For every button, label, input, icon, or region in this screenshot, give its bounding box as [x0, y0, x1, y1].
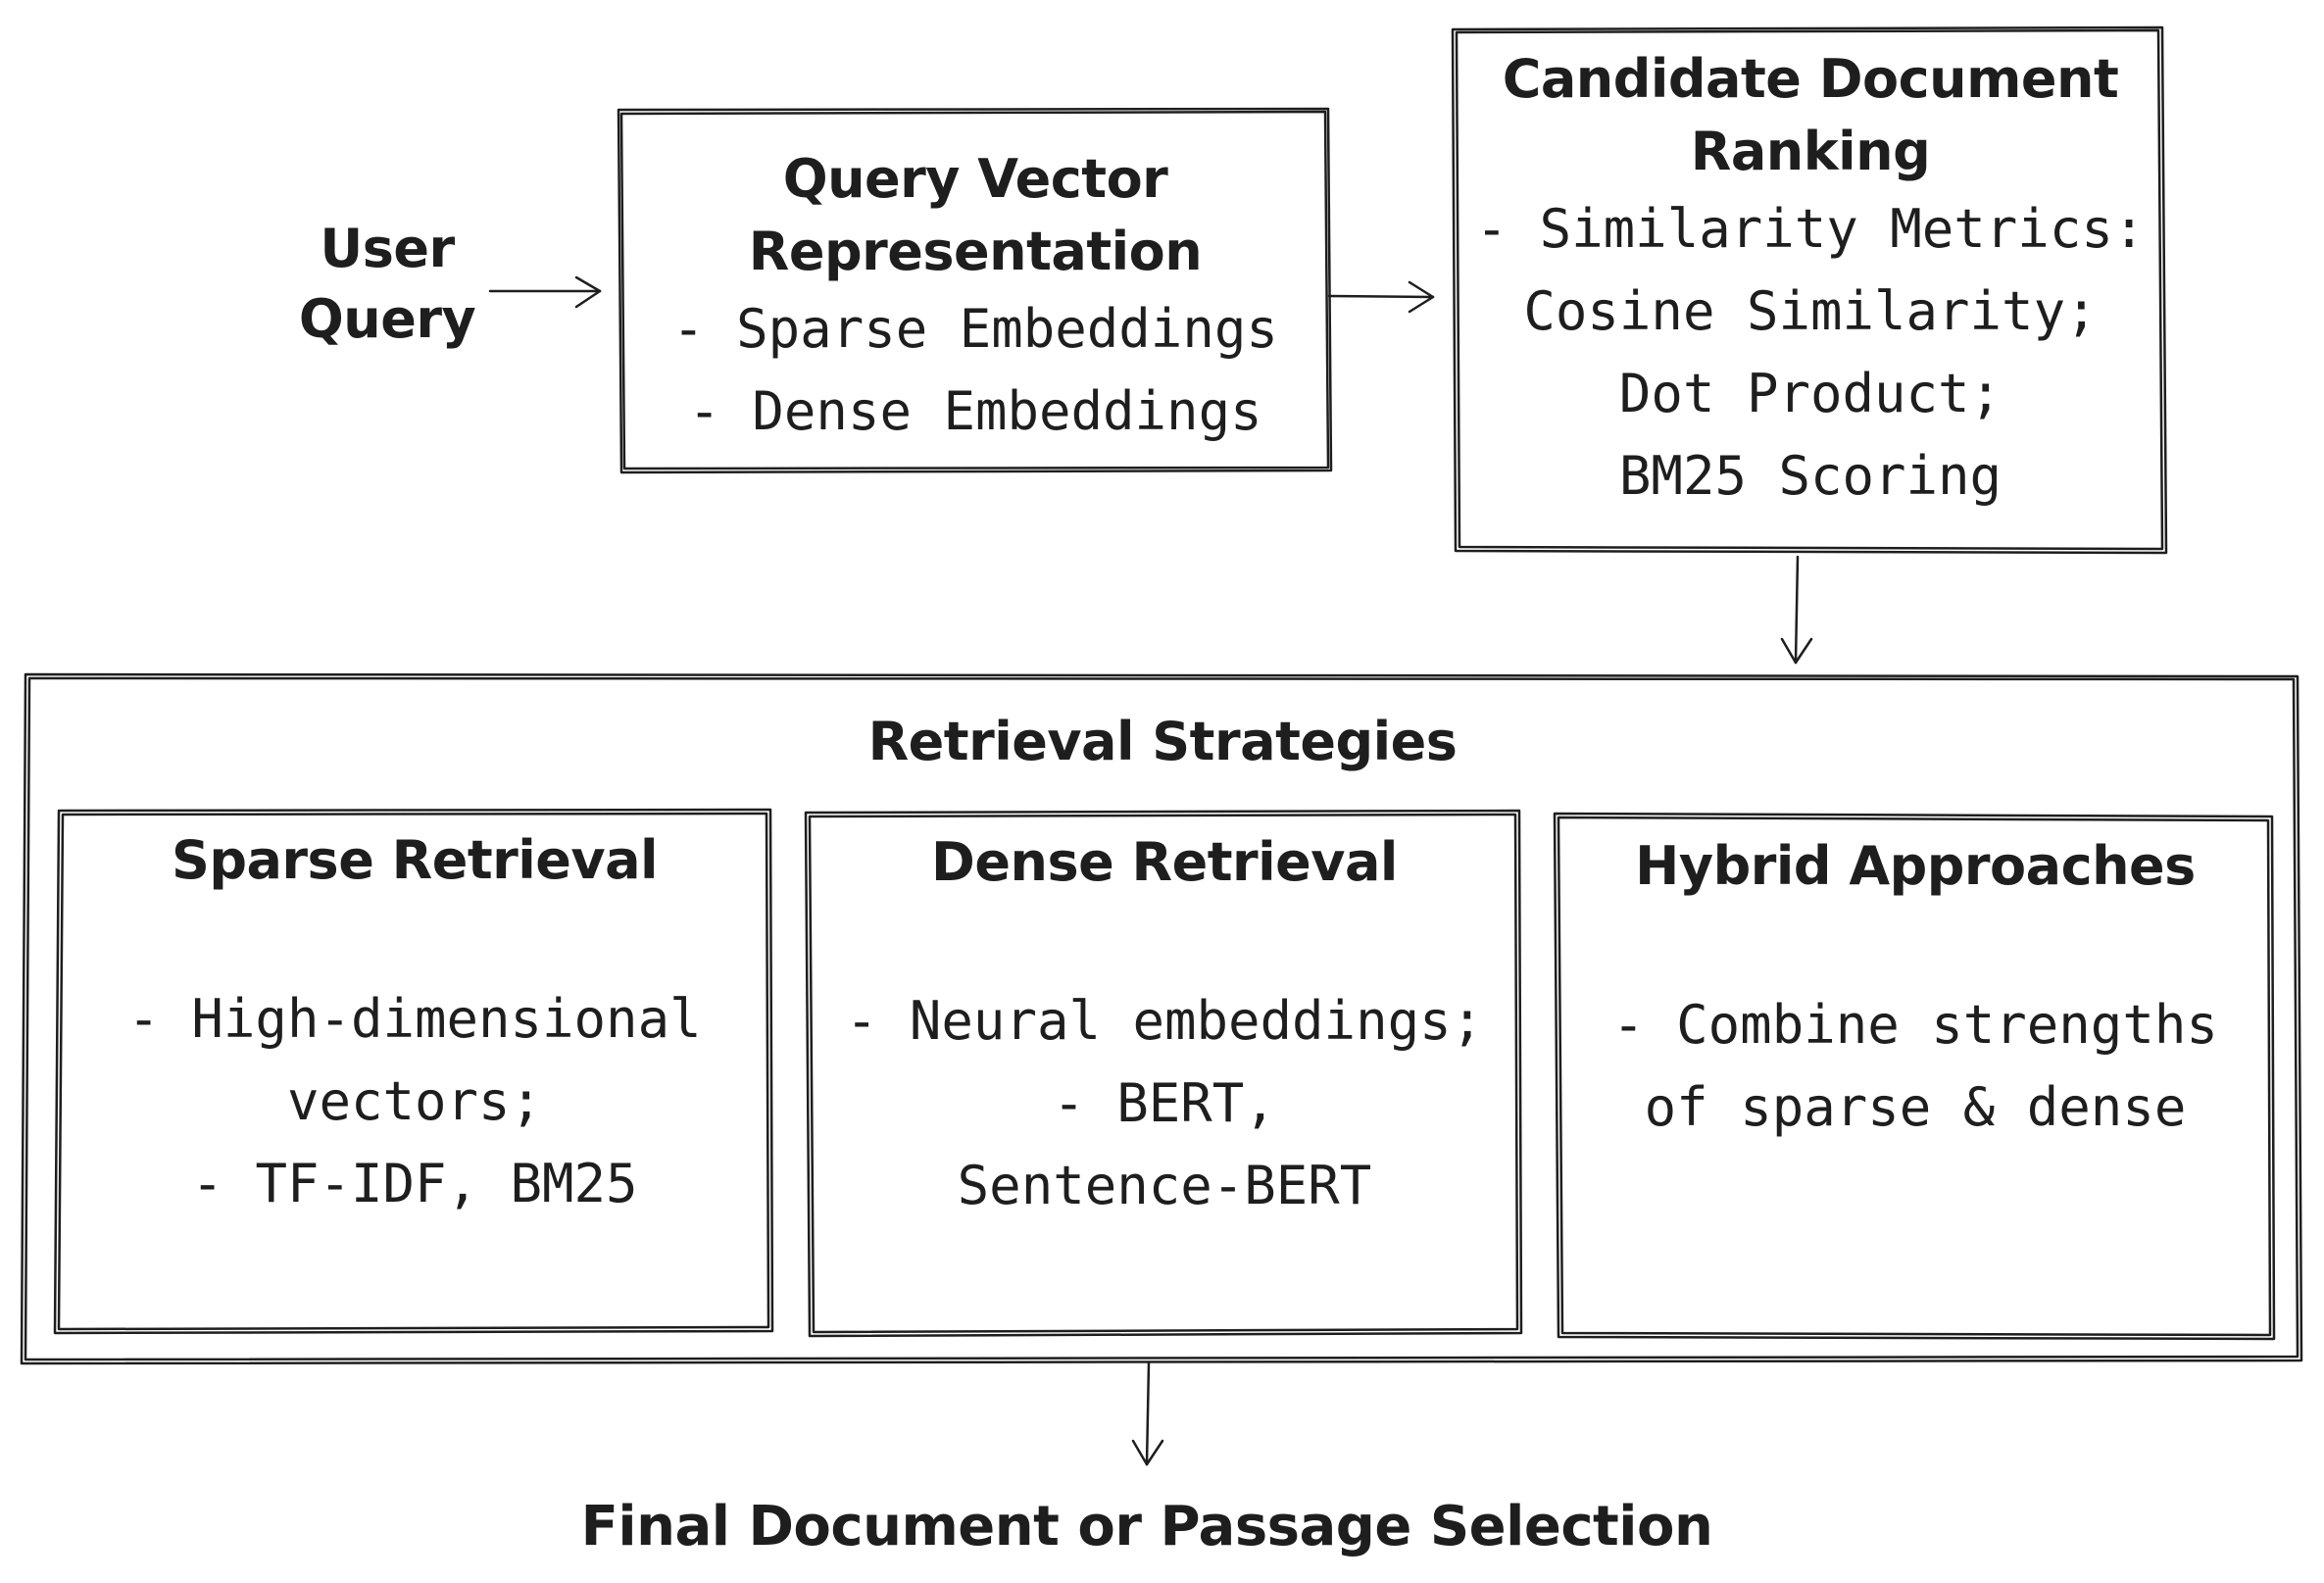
candidate-ranking-line: Cosine Similarity; [1523, 280, 2098, 342]
dense-retrieval-line: Sentence-BERT [957, 1155, 1372, 1216]
dense-retrieval-line: - Neural embeddings; [845, 990, 1484, 1052]
sparse-retrieval-line: vectors; [286, 1070, 543, 1132]
retrieval-strategies-box [20, 672, 2303, 1365]
dense-retrieval-title: Dense Retrieval [931, 831, 1398, 893]
query-vector-box [617, 107, 1333, 474]
hybrid-approaches-line: of sparse & dense [1644, 1076, 2187, 1138]
dense-retrieval-content: Dense Retrieval - Neural embeddings; - B… [810, 823, 1519, 1227]
arrow-strategies-to-final [1131, 1360, 1164, 1466]
retrieval-strategies-title: Retrieval Strategies [867, 711, 1458, 772]
query-vector-item: - Sparse Embeddings [672, 298, 1278, 360]
hybrid-approaches-line: - Combine strengths [1612, 994, 2218, 1056]
user-query-line-1: User [320, 218, 455, 279]
hybrid-approaches-box [1553, 812, 2276, 1341]
arrow-vector-to-ranking [1327, 280, 1435, 314]
final-selection-label: Final Document or Passage Selection [580, 1495, 1713, 1558]
hybrid-approaches-content: Hybrid Approaches - Combine strengths of… [1558, 827, 2272, 1149]
sparse-retrieval-line: - High-dimensional [127, 988, 702, 1050]
sparse-retrieval-title: Sparse Retrieval [171, 829, 659, 891]
candidate-ranking-line: - Similarity Metrics: [1475, 198, 2146, 260]
sparse-retrieval-box [53, 808, 774, 1335]
user-query-line-2: Query [298, 288, 476, 350]
user-query-label: User Query [274, 214, 500, 355]
candidate-ranking-box [1451, 25, 2168, 555]
sparse-retrieval-content: Sparse Retrieval - High-dimensional vect… [59, 821, 770, 1225]
query-vector-content: Query Vector Representation - Sparse Emb… [621, 143, 1329, 453]
candidate-ranking-line: Dot Product; [1618, 363, 2003, 424]
candidate-ranking-line: BM25 Scoring [1618, 445, 2003, 507]
query-vector-title-2: Representation [748, 221, 1203, 282]
candidate-ranking-title-1: Candidate Document [1502, 48, 2119, 110]
hybrid-approaches-title: Hybrid Approaches [1635, 835, 2196, 897]
arrow-ranking-to-strategies [1780, 555, 1813, 665]
arrow-user-to-vector [488, 275, 602, 309]
dense-retrieval-line: - BERT, [1053, 1072, 1276, 1134]
dense-retrieval-box [804, 809, 1523, 1338]
sparse-retrieval-line: - TF-IDF, BM25 [191, 1153, 638, 1214]
query-vector-title-1: Query Vector [782, 148, 1168, 210]
candidate-ranking-title-2: Ranking [1690, 121, 1931, 182]
query-vector-item: - Dense Embeddings [688, 380, 1262, 442]
candidate-ranking-content: Candidate Document Ranking - Similarity … [1457, 43, 2164, 518]
